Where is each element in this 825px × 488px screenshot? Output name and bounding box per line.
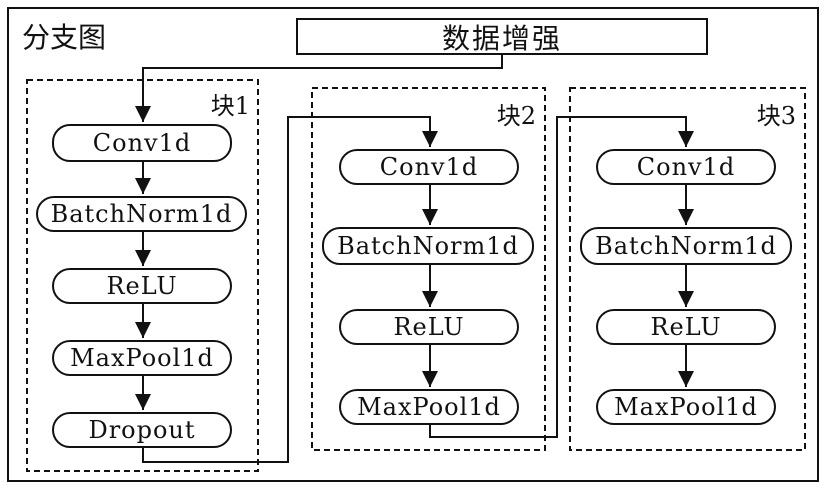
- block-2-frame: [311, 87, 546, 451]
- block-1-layer-conv1d: Conv1d: [52, 124, 232, 162]
- connector-input-to-block-1: [135, 55, 503, 122]
- block-3-layer-maxpool1d: MaxPool1d: [596, 389, 776, 425]
- block-1-layer-dropout: Dropout: [52, 412, 232, 448]
- block-3-frame: [569, 87, 806, 451]
- block-3-layer-batchnorm1d: BatchNorm1d: [580, 227, 792, 265]
- block-1-layer-batchnorm1d: BatchNorm1d: [36, 196, 247, 232]
- block-3-layer-relu: ReLU: [596, 309, 776, 345]
- diagram-title: 分支图: [22, 21, 107, 54]
- block-3-label: 块3: [756, 102, 796, 130]
- connector-block-1-to-block-2: [142, 116, 438, 463]
- outer-frame: [7, 7, 819, 482]
- block-3-layer-conv1d: Conv1d: [596, 149, 776, 185]
- block-1-layer-maxpool1d: MaxPool1d: [52, 340, 232, 376]
- block-2-layer-conv1d: Conv1d: [339, 149, 519, 185]
- block-1-label: 块1: [210, 92, 250, 120]
- block-2-layer-batchnorm1d: BatchNorm1d: [322, 227, 534, 265]
- block-1-layer-relu: ReLU: [52, 268, 232, 304]
- data-augmentation-box: 数据增强: [296, 18, 708, 55]
- connector-block-2-to-block-3: [429, 116, 694, 438]
- block-2-label: 块2: [496, 102, 536, 130]
- block-2-layer-maxpool1d: MaxPool1d: [339, 389, 519, 425]
- block-2-layer-relu: ReLU: [339, 309, 519, 345]
